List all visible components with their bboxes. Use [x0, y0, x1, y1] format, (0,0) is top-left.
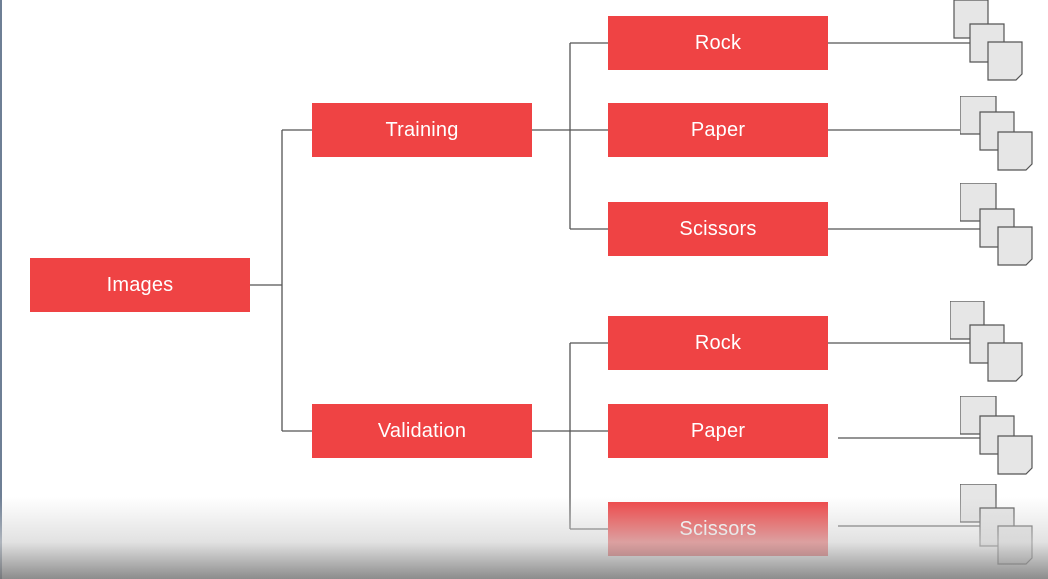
- node-training-rock: Rock: [608, 16, 828, 70]
- node-validation-label: Validation: [377, 419, 467, 442]
- node-images-label: Images: [106, 273, 174, 296]
- node-training-scissors-label: Scissors: [679, 217, 757, 240]
- node-training-scissors: Scissors: [608, 202, 828, 256]
- node-validation-paper: Paper: [608, 404, 828, 458]
- root-connectors: [250, 129, 312, 432]
- node-training-label: Training: [385, 118, 459, 141]
- file-stack-icon: [950, 301, 1023, 382]
- node-validation-paper-label: Paper: [690, 419, 746, 442]
- node-training: Training: [312, 103, 532, 157]
- node-validation-rock: Rock: [608, 316, 828, 370]
- file-stack-icon: [960, 183, 1033, 266]
- node-training-paper: Paper: [608, 103, 828, 157]
- file-stack-icon: [960, 96, 1033, 171]
- training-connectors: [532, 42, 608, 230]
- node-images: Images: [30, 258, 250, 312]
- node-validation-rock-label: Rock: [694, 331, 742, 354]
- file-connectors: [828, 42, 982, 527]
- node-training-paper-label: Paper: [690, 118, 746, 141]
- window-left-border: [0, 0, 2, 579]
- validation-connectors: [532, 342, 608, 530]
- node-validation-scissors-label: Scissors: [679, 517, 757, 540]
- file-stack-icon: [960, 396, 1033, 475]
- file-stack-icon: [960, 484, 1033, 565]
- node-validation-scissors: Scissors: [608, 502, 828, 556]
- node-validation: Validation: [312, 404, 532, 458]
- node-training-rock-label: Rock: [694, 31, 742, 54]
- file-stack-icon: [953, 0, 1023, 81]
